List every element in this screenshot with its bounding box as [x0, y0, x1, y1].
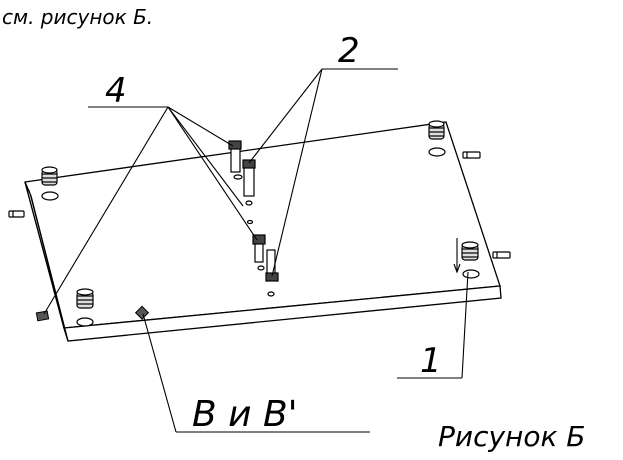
leader-lines	[43, 68, 469, 433]
base-plate	[24, 121, 502, 342]
small-fasteners	[35, 305, 150, 322]
callout-v-and-v-prime: В и В'	[192, 394, 298, 435]
center-studs	[228, 140, 279, 297]
figure-caption: Рисунок Б	[438, 420, 586, 453]
foot-front-left	[76, 288, 94, 327]
top-note: см. рисунок Б.	[2, 5, 153, 29]
direction-arrow	[453, 238, 461, 274]
foot-front-right	[461, 241, 480, 279]
callout-4: 4	[105, 71, 127, 111]
corner-feet	[41, 120, 480, 327]
foot-back-left	[41, 166, 59, 201]
side-pins	[8, 151, 511, 259]
callout-1: 1	[420, 341, 442, 381]
foot-back-right	[428, 120, 446, 157]
callout-2: 2	[338, 31, 360, 71]
